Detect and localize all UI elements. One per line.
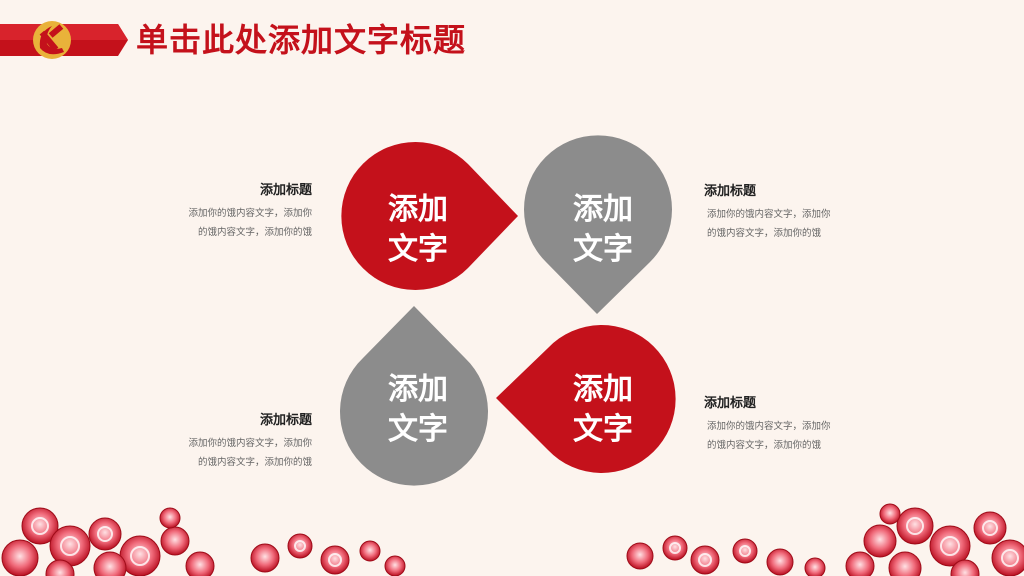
drop-label-2: 添加文字 (573, 192, 633, 267)
hammer-sickle-icon (33, 21, 71, 59)
block-text-line: 添加你的饿内容文字，添加你 (188, 208, 312, 219)
block-text-line: 添加你的饿内容文字，添加你 (707, 421, 831, 432)
drop-shape-3 (340, 306, 489, 486)
drop-label-4: 添加文字 (573, 372, 633, 447)
block-text-line: 的饿内容文字，添加你的饿 (707, 228, 822, 239)
block-text-line: 添加你的饿内容文字，添加你 (188, 438, 312, 449)
block-title: 添加标题 (704, 396, 757, 411)
block-text-line: 的饿内容文字，添加你的饿 (197, 227, 312, 238)
drop-shape-1 (341, 142, 518, 291)
block-title: 添加标题 (259, 413, 312, 428)
text-block-4: 添加标题 添加你的饿内容文字，添加你 的饿内容文字，添加你的饿 (704, 395, 854, 455)
block-text-line: 的饿内容文字，添加你的饿 (707, 440, 822, 451)
text-block-2: 添加标题 添加你的饿内容文字，添加你 的饿内容文字，添加你的饿 (704, 183, 854, 243)
block-title: 添加标题 (704, 184, 757, 199)
text-block-1: 添加标题 添加你的饿内容文字，添加你 的饿内容文字，添加你的饿 (170, 182, 312, 242)
text-block-3: 添加标题 添加你的饿内容文字，添加你 的饿内容文字，添加你的饿 (170, 412, 312, 472)
header-banner (0, 21, 128, 59)
drop-label-1: 添加文字 (388, 192, 448, 267)
drop-shape-4 (496, 325, 676, 474)
block-text-line: 的饿内容文字，添加你的饿 (197, 457, 312, 468)
drop-label-3: 添加文字 (388, 372, 448, 447)
block-title: 添加标题 (259, 183, 312, 198)
block-text-line: 添加你的饿内容文字，添加你 (707, 209, 831, 220)
drop-shape-2 (524, 135, 672, 314)
decorative-clouds (1, 503, 1024, 576)
page-title: 单击此处添加文字标题 (136, 21, 467, 59)
